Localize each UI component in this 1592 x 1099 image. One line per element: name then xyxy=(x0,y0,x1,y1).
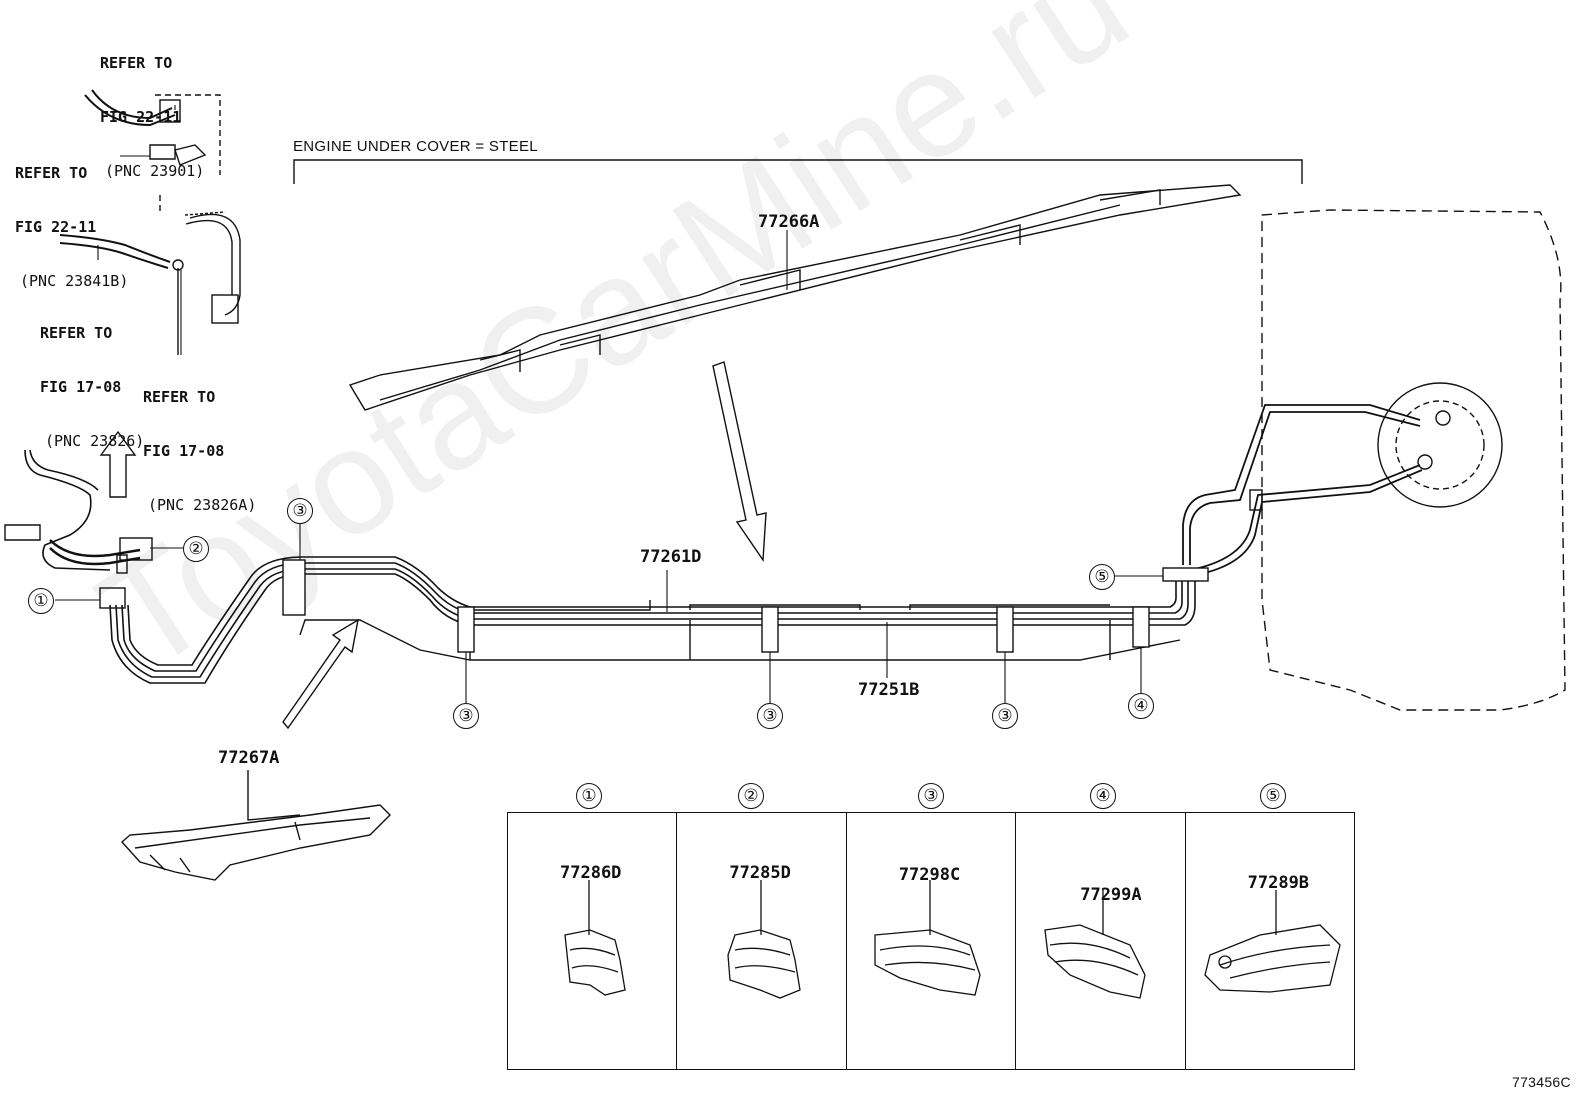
up-arrow xyxy=(99,430,137,498)
ref-line1: REFER TO xyxy=(40,324,113,342)
clamp-cell-2: 77285D xyxy=(677,813,847,1069)
clamp-header-3: ③ xyxy=(918,783,944,809)
reference-note-1: REFER TO FIG 22-11 (PNC 23901) xyxy=(100,18,204,198)
header-bracket xyxy=(293,159,1303,184)
callout-4: ④ xyxy=(1128,693,1154,719)
ref-pnc: (PNC 23841B) xyxy=(20,272,129,290)
clamp-header-1: ① xyxy=(576,783,602,809)
clamp-part-number: 77298C xyxy=(898,865,961,885)
ref-line1: REFER TO xyxy=(15,164,88,182)
clamp-table: 77286D 77285D 77298C 77299A 77289B xyxy=(507,812,1355,1070)
part-number-77266A: 77266A xyxy=(758,212,820,232)
callout-3: ③ xyxy=(287,498,313,524)
ref-line2: FIG 22-11 xyxy=(100,108,182,126)
ref-pnc: (PNC 23826) xyxy=(45,432,145,450)
callout-5: ⑤ xyxy=(1089,564,1115,590)
clamp-cell-3: 77298C xyxy=(847,813,1017,1069)
ref-line2: FIG 17-08 xyxy=(143,442,225,460)
ref-line1: REFER TO xyxy=(100,54,173,72)
callout-3: ③ xyxy=(757,703,783,729)
callout-3: ③ xyxy=(453,703,479,729)
clamp-part-number: 77286D xyxy=(560,863,622,883)
clamp-part-number: 77299A xyxy=(1080,885,1142,905)
fuel-tank-outline xyxy=(1261,209,1566,711)
ref-line2: FIG 22-11 xyxy=(15,218,97,236)
callout-1: ① xyxy=(28,588,54,614)
part-number-77251B: 77251B xyxy=(858,680,920,700)
ref-pnc: (PNC 23901) xyxy=(105,162,205,180)
clamp-header-4: ④ xyxy=(1090,783,1116,809)
up-right-arrow xyxy=(282,618,359,730)
clamp-cell-4: 77299A xyxy=(1016,813,1186,1069)
down-arrow xyxy=(712,361,767,563)
engine-under-cover-label: ENGINE UNDER COVER = STEEL xyxy=(293,138,538,155)
clamp-cell-5: 77289B xyxy=(1186,813,1354,1069)
reference-note-3: REFER TO FIG 17-08 (PNC 23826) xyxy=(40,288,144,468)
figure-code: 773456C xyxy=(1512,1074,1571,1090)
reference-note-2: REFER TO FIG 22-11 (PNC 23841B) xyxy=(15,128,128,308)
clamp-header-5: ⑤ xyxy=(1260,783,1286,809)
clamp-part-number: 77285D xyxy=(729,863,791,883)
fuel-lines xyxy=(109,556,1196,684)
leader-lines xyxy=(55,105,1163,703)
part-number-77261D: 77261D xyxy=(640,547,702,567)
small-cover-77267A xyxy=(121,770,391,881)
callout-2: ② xyxy=(183,536,209,562)
ref-line2: FIG 17-08 xyxy=(40,378,122,396)
callout-3: ③ xyxy=(992,703,1018,729)
ref-line1: REFER TO xyxy=(143,388,216,406)
part-number-77267A: 77267A xyxy=(218,748,280,768)
clamp-illustrations xyxy=(564,880,1341,999)
fuel-tank-pump xyxy=(1377,382,1503,508)
clamp-cell-1: 77286D xyxy=(508,813,678,1069)
clamp-header-2: ② xyxy=(738,783,764,809)
engine-under-cover-steel xyxy=(348,184,1242,411)
reference-note-4: REFER TO FIG 17-08 (PNC 23826A) xyxy=(143,352,256,532)
ref-pnc: (PNC 23826A) xyxy=(148,496,257,514)
fuel-connector-assembly xyxy=(59,89,241,355)
clamp-part-number: 77289B xyxy=(1247,873,1310,893)
